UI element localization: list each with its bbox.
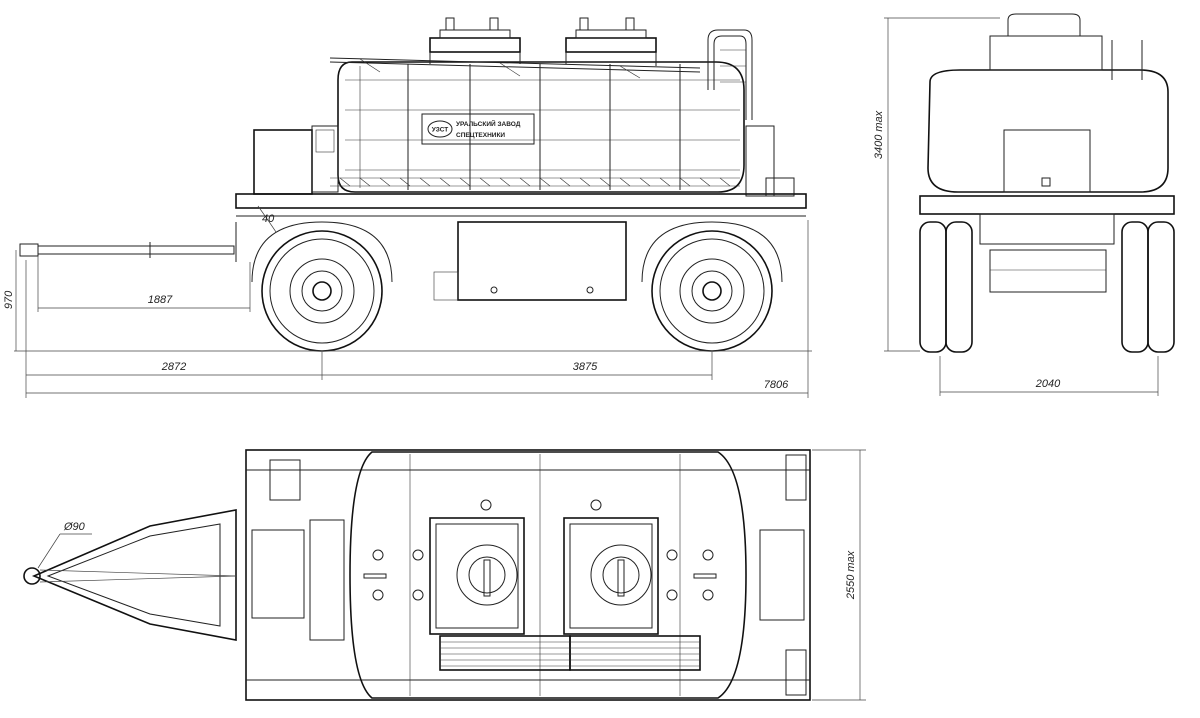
dimension-3400: 3400 max [873, 17, 1000, 352]
drawbar-side [19, 222, 237, 262]
rear-fender [641, 221, 783, 283]
rear-right-wheels [1121, 221, 1175, 353]
rear-equipment [745, 125, 795, 197]
front-equipment-box [253, 125, 339, 195]
manhole-dome-rear [565, 17, 657, 66]
rear-left-wheels [919, 221, 973, 353]
dim-7806-label: 7806 [764, 379, 789, 391]
toolbox-side [433, 221, 627, 301]
dimension-2040: 2040 [939, 356, 1159, 396]
rear-wheel [651, 230, 773, 352]
dim-2040-label: 2040 [1035, 378, 1061, 390]
tank-top [349, 451, 747, 699]
dim-angle-label: 40 [262, 213, 275, 225]
logo-line1: УРАЛЬСКИЙ ЗАВОД [456, 119, 521, 128]
front-fender [251, 221, 393, 283]
chassis-frame-top [245, 449, 811, 701]
dimension-1887: 1887 [37, 256, 251, 312]
dimension-angle: 40 [257, 205, 277, 233]
manufacturer-logo-side: УЗСТ УРАЛЬСКИЙ ЗАВОД СПЕЦТЕХНИКИ [421, 113, 535, 145]
dimension-3875: 3875 [322, 352, 713, 380]
dim-2550-label: 2550 max [845, 550, 857, 600]
dim-970-label: 970 [3, 290, 15, 309]
dimension-970: 970 [3, 250, 17, 351]
dimension-2550: 2550 max [812, 449, 866, 701]
walkway-grating [439, 635, 701, 671]
dimension-2872: 2872 [25, 260, 323, 398]
dim-3875-label: 3875 [573, 361, 598, 373]
front-wheel [261, 230, 383, 352]
top-view: Ø90 2550 max [23, 449, 866, 701]
dim-2872-label: 2872 [161, 361, 186, 373]
rear-view: 3400 max 2040 [873, 13, 1175, 396]
dimension-7806: 7806 [26, 220, 809, 398]
logo-line2: СПЕЦТЕХНИКИ [456, 132, 505, 139]
rear-frame [919, 195, 1175, 293]
manhole-hatch-front-top [429, 517, 525, 635]
manhole-hatch-rear-top [563, 517, 659, 635]
drawbar-top [23, 509, 237, 641]
logo-badge: УЗСТ [432, 127, 448, 134]
dim-1887-label: 1887 [148, 294, 173, 306]
dimension-eye-diameter: Ø90 [37, 521, 92, 569]
ladder-rail [707, 29, 753, 120]
dim-3400-label: 3400 max [873, 110, 885, 159]
chassis-frame-side [235, 177, 807, 217]
tank-rear [927, 13, 1169, 193]
dim-eye-diameter-label: Ø90 [63, 521, 86, 533]
tank-side [329, 57, 745, 193]
manhole-dome-front [429, 17, 521, 64]
side-view: УЗСТ УРАЛЬСКИЙ ЗАВОД СПЕЦТЕХНИКИ [3, 17, 812, 398]
